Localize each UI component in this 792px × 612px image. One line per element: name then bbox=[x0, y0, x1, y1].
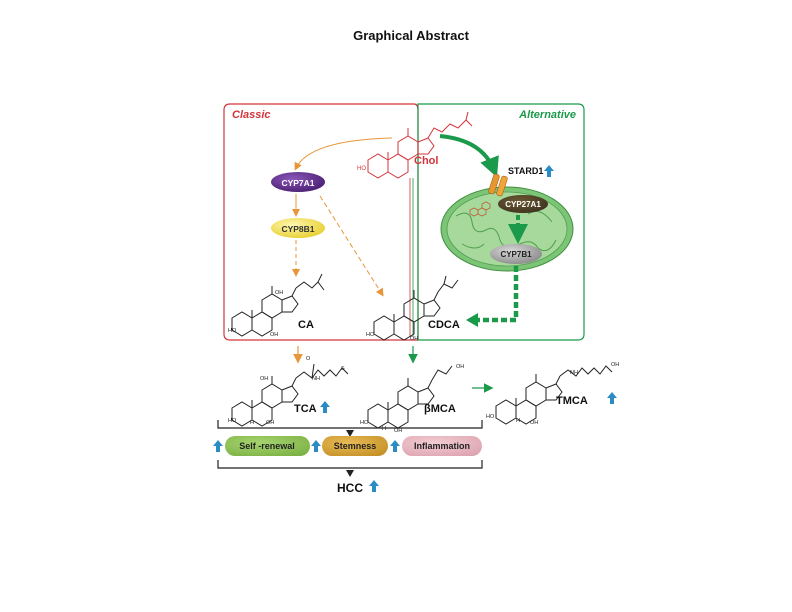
svg-text:HO: HO bbox=[228, 328, 237, 334]
cyp7a1-label: CYP7A1 bbox=[281, 178, 314, 188]
tca-structure bbox=[231, 363, 349, 427]
svg-text:OH: OH bbox=[260, 376, 268, 382]
cyp7a1-enzyme bbox=[271, 172, 325, 192]
classic-panel bbox=[223, 103, 419, 341]
bmca-label: βMCA bbox=[424, 403, 456, 415]
stard1-transporter bbox=[488, 173, 508, 197]
svg-text:H: H bbox=[516, 418, 520, 424]
svg-text:HO: HO bbox=[486, 414, 495, 420]
cholesterol-structure bbox=[367, 111, 473, 179]
svg-text:NH: NH bbox=[312, 376, 320, 382]
self-renewal-label: Self -renewal bbox=[239, 441, 295, 451]
cdca-structure bbox=[373, 275, 459, 341]
svg-text:HO: HO bbox=[366, 332, 375, 338]
cyp27a1-enzyme bbox=[498, 195, 548, 213]
ca-label: CA bbox=[298, 319, 314, 331]
svg-text:OH: OH bbox=[530, 420, 538, 426]
bottom-bracket-arrow bbox=[346, 470, 354, 477]
alternative-panel bbox=[417, 103, 585, 341]
inflammation-up-arrow-icon bbox=[390, 440, 400, 452]
page-title: Graphical Abstract bbox=[353, 28, 470, 43]
svg-text:H: H bbox=[382, 426, 386, 432]
cyp8b1-enzyme bbox=[271, 218, 325, 238]
svg-text:H: H bbox=[250, 420, 254, 426]
hcc-up-arrow-icon bbox=[369, 480, 379, 492]
svg-text:S: S bbox=[341, 366, 345, 372]
svg-text:HO: HO bbox=[360, 420, 369, 426]
mitochondrion-cristae bbox=[455, 212, 557, 252]
classic-label: Classic bbox=[232, 109, 271, 121]
bmca-structure bbox=[367, 365, 453, 429]
svg-text:HO: HO bbox=[228, 418, 237, 424]
tmca-up-arrow-icon bbox=[607, 392, 617, 404]
inflammation-pill bbox=[402, 436, 482, 456]
self-renewal-pill bbox=[225, 436, 310, 456]
svg-text:OH: OH bbox=[275, 290, 283, 296]
chol-to-stard1-arrow bbox=[439, 134, 499, 178]
tca-up-arrow-icon bbox=[320, 401, 330, 413]
inflammation-label: Inflammation bbox=[414, 441, 470, 451]
cdca-label: CDCA bbox=[428, 319, 460, 331]
cyp7a1-to-cdca-arrow bbox=[319, 195, 384, 297]
stemness-label: Stemness bbox=[334, 441, 377, 451]
hcc-label: HCC bbox=[337, 481, 363, 495]
svg-text:OH: OH bbox=[394, 428, 402, 434]
svg-text:O: O bbox=[306, 356, 311, 362]
top-bracket-arrow bbox=[346, 430, 354, 437]
tca-label: TCA bbox=[294, 403, 317, 415]
cyp7b1-label: CYP7B1 bbox=[500, 250, 532, 259]
chol-label: Chol bbox=[414, 155, 438, 167]
chol-ho-label: HO bbox=[357, 166, 366, 172]
svg-text:OH: OH bbox=[456, 364, 464, 370]
cyp8b1-label: CYP8B1 bbox=[281, 224, 314, 234]
cyp7b1-to-cdca-arrow bbox=[476, 266, 519, 323]
svg-text:OH: OH bbox=[270, 332, 278, 338]
chol-to-cyp7a1-arrow bbox=[294, 137, 393, 171]
svg-text:OH: OH bbox=[611, 362, 619, 368]
stard1-up-arrow-icon bbox=[544, 165, 554, 177]
alternative-label: Alternative bbox=[518, 109, 576, 121]
svg-text:OH: OH bbox=[410, 336, 418, 342]
cyp7b1-enzyme bbox=[490, 244, 542, 264]
ca-structure bbox=[231, 273, 325, 337]
self-renewal-up-arrow-icon bbox=[213, 440, 223, 452]
bottom-bracket bbox=[217, 460, 483, 469]
svg-text:NH: NH bbox=[570, 370, 578, 376]
top-bracket bbox=[217, 420, 483, 429]
stemness-pill bbox=[322, 436, 388, 456]
svg-text:OH: OH bbox=[266, 420, 274, 426]
tmca-structure bbox=[495, 365, 613, 425]
tmca-label: TMCA bbox=[556, 395, 588, 407]
cyp27a1-label: CYP27A1 bbox=[505, 200, 541, 209]
mito-cholesterol-icon bbox=[469, 201, 491, 217]
stard1-label: STARD1 bbox=[508, 166, 543, 176]
stemness-up-arrow-icon bbox=[311, 440, 321, 452]
